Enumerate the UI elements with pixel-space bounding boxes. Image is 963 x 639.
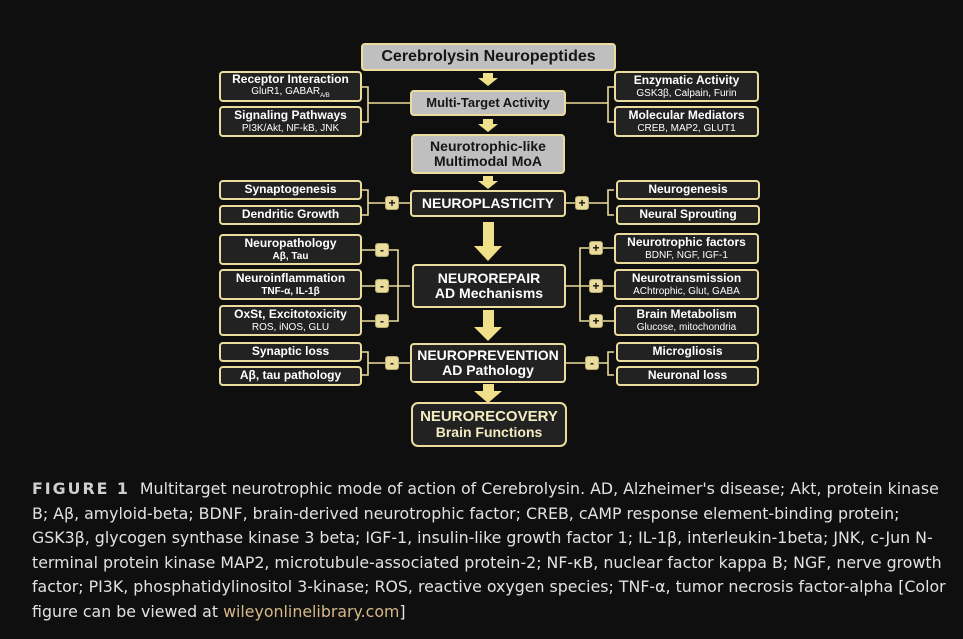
arrow-down-icon [474, 310, 502, 341]
brain-metabolism-title: Brain Metabolism [636, 307, 737, 322]
neuronal-loss-box: Neuronal loss [616, 366, 759, 386]
arrow-down-icon [474, 222, 502, 261]
figure-label: FIGURE 1 [32, 479, 130, 498]
neuropathology-sub: Aβ, Tau [272, 250, 309, 262]
abeta-tau-label: Aβ, tau pathology [239, 368, 342, 383]
receptor-interaction-box: Receptor Interaction GluR1, GABARA/B [219, 71, 362, 102]
neuronal-loss-label: Neuronal loss [647, 368, 728, 383]
minus-sign-icon: - [385, 356, 399, 370]
neurorecovery-box: NEURORECOVERY Brain Functions [411, 402, 567, 447]
dendritic-growth-box: Dendritic Growth [219, 205, 362, 225]
plus-sign-icon: + [589, 279, 603, 293]
multi-target-label: Multi-Target Activity [426, 94, 550, 110]
brain-metabolism-box: Brain Metabolism Glucose, mitochondria [614, 305, 759, 336]
neurorecovery-line-1: NEURORECOVERY [420, 407, 558, 425]
synaptogenesis-box: Synaptogenesis [219, 180, 362, 200]
signaling-pathways-sub: PI3K/Akt, NF-kB, JNK [241, 122, 340, 134]
synaptogenesis-label: Synaptogenesis [244, 182, 337, 197]
neurorepair-line-1: NEUROREPAIR [437, 269, 541, 286]
minus-sign-icon: - [375, 314, 389, 328]
neuroprevention-line-2: AD Pathology [442, 362, 534, 378]
neuropathology-title: Neuropathology [244, 236, 337, 251]
microgliosis-box: Microgliosis [616, 342, 759, 362]
neuropathology-box: Neuropathology Aβ, Tau [219, 234, 362, 265]
neurotrophic-factors-sub: BDNF, NGF, IGF-1 [645, 249, 728, 261]
neurotransmission-title: Neurotransmission [631, 271, 742, 286]
plus-sign-icon: + [589, 241, 603, 255]
plus-sign-icon: + [589, 314, 603, 328]
neural-sprouting-box: Neural Sprouting [616, 205, 760, 225]
moa-line-1: Neurotrophic-like [430, 137, 546, 154]
signaling-pathways-title: Signaling Pathways [234, 108, 347, 123]
neurogenesis-label: Neurogenesis [648, 182, 728, 197]
minus-sign-icon: - [375, 279, 389, 293]
title-label: Cerebrolysin Neuropeptides [381, 48, 596, 66]
neuroinflammation-title: Neuroinflammation [235, 271, 346, 286]
receptor-interaction-sub: GluR1, GABARA/B [251, 86, 330, 100]
neuroinflammation-sub: TNF-α, IL-1β [261, 285, 320, 297]
microgliosis-label: Microgliosis [652, 344, 723, 359]
oxst-box: OxSt, Excitotoxicity ROS, iNOS, GLU [219, 305, 362, 336]
molecular-mediators-box: Molecular Mediators CREB, MAP2, GLUT1 [614, 106, 759, 137]
molecular-mediators-title: Molecular Mediators [628, 108, 745, 123]
oxst-sub: ROS, iNOS, GLU [251, 321, 330, 333]
moa-line-2: Multimodal MoA [433, 153, 543, 169]
caption-end: ] [399, 601, 406, 621]
enzymatic-activity-title: Enzymatic Activity [633, 73, 740, 88]
dendritic-growth-label: Dendritic Growth [241, 207, 340, 222]
multi-target-box: Multi-Target Activity [410, 90, 566, 116]
oxst-title: OxSt, Excitotoxicity [234, 307, 347, 322]
caption-link[interactable]: wileyonlinelibrary.com [223, 601, 400, 621]
title-box: Cerebrolysin Neuropeptides [361, 43, 616, 71]
arrow-down-icon [474, 384, 502, 403]
minus-sign-icon: - [585, 356, 599, 370]
neuroprevention-box: NEUROPREVENTION AD Pathology [410, 343, 566, 383]
enzymatic-activity-sub: GSK3β, Calpain, Furin [636, 87, 737, 99]
neural-sprouting-label: Neural Sprouting [639, 207, 737, 222]
neurotrophic-factors-box: Neurotrophic factors BDNF, NGF, IGF-1 [614, 233, 759, 264]
diagram: Cerebrolysin Neuropeptides Multi-Target … [219, 43, 760, 447]
arrow-down-icon [478, 176, 498, 189]
arrow-down-icon [478, 119, 498, 132]
neuroplasticity-label: NEUROPLASTICITY [421, 194, 555, 211]
neuroinflammation-box: Neuroinflammation TNF-α, IL-1β [219, 269, 362, 300]
neurorepair-box: NEUROREPAIR AD Mechanisms [412, 264, 566, 308]
receptor-interaction-title: Receptor Interaction [232, 72, 349, 87]
plus-sign-icon: + [385, 196, 399, 210]
enzymatic-activity-box: Enzymatic Activity GSK3β, Calpain, Furin [614, 71, 759, 102]
neurorepair-line-2: AD Mechanisms [434, 285, 544, 301]
neuroprevention-line-1: NEUROPREVENTION [417, 346, 559, 363]
moa-box: Neurotrophic-like Multimodal MoA [411, 134, 565, 174]
neurotrophic-factors-title: Neurotrophic factors [627, 235, 746, 250]
plus-sign-icon: + [575, 196, 589, 210]
caption-text: Multitarget neurotrophic mode of action … [32, 479, 946, 621]
neurogenesis-box: Neurogenesis [616, 180, 760, 200]
molecular-mediators-sub: CREB, MAP2, GLUT1 [637, 122, 736, 134]
neurotransmission-sub: AChtrophic, Glut, GABA [633, 285, 740, 297]
signaling-pathways-box: Signaling Pathways PI3K/Akt, NF-kB, JNK [219, 106, 362, 137]
brain-metabolism-sub: Glucose, mitochondria [636, 321, 737, 333]
synaptic-loss-label: Synaptic loss [251, 344, 330, 359]
arrow-down-icon [478, 73, 498, 86]
neurotransmission-box: Neurotransmission AChtrophic, Glut, GABA [614, 269, 759, 300]
synaptic-loss-box: Synaptic loss [219, 342, 362, 362]
neurorecovery-line-2: Brain Functions [435, 424, 543, 441]
minus-sign-icon: - [375, 243, 389, 257]
abeta-tau-box: Aβ, tau pathology [219, 366, 362, 386]
neuroplasticity-box: NEUROPLASTICITY [410, 190, 566, 217]
connectors [362, 73, 614, 403]
receptor-subscript: A/B [320, 93, 330, 100]
